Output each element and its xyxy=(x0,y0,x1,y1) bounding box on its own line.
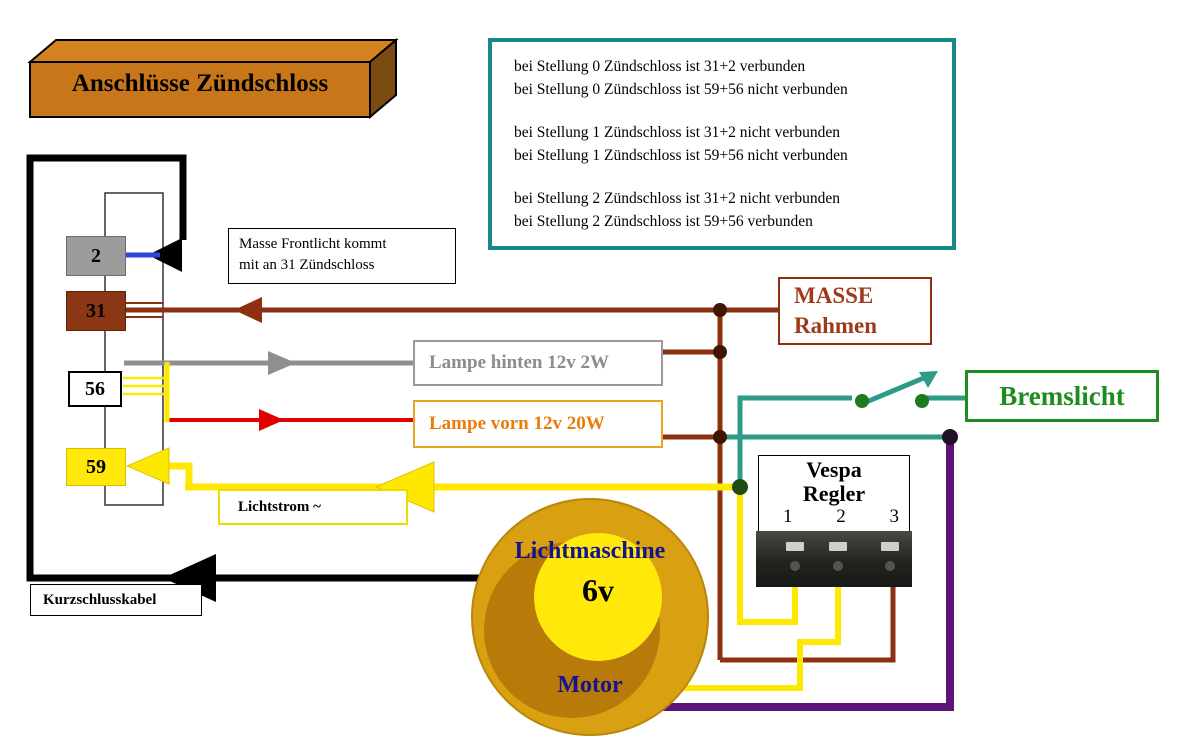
front-lamp-arrow-icon xyxy=(259,409,284,431)
note-line: mit an 31 Zündschloss xyxy=(239,257,375,273)
front-lamp-label: Lampe vorn 12v 20W xyxy=(413,400,663,448)
info-spacer xyxy=(514,170,952,190)
regler-terminal-tab xyxy=(881,542,899,551)
brake-switch-blade xyxy=(863,374,927,406)
terminal-2: 2 xyxy=(66,236,126,276)
regler-pin-2: 2 xyxy=(836,506,846,527)
brake-light-feed-wire xyxy=(737,395,852,485)
terminal59-arrow-icon xyxy=(125,447,170,485)
info-line: bei Stellung 2 Zündschloss ist 59+56 ver… xyxy=(514,213,813,230)
regler-terminal-tab xyxy=(786,542,804,551)
label-line: Rahmen xyxy=(794,313,878,338)
regler-pin-row: 1 2 3 xyxy=(759,506,909,528)
return-wire-purple xyxy=(652,437,954,711)
junction-dot-purple xyxy=(942,429,958,445)
junction-dot xyxy=(713,345,727,359)
regler-screw xyxy=(885,561,895,571)
info-line: bei Stellung 0 Zündschloss ist 31+2 verb… xyxy=(514,58,806,75)
regler-screw xyxy=(833,561,843,571)
junction-dot-green xyxy=(732,479,748,495)
regler-line: Regler xyxy=(802,481,866,506)
regler-terminal-tab xyxy=(829,542,847,551)
short-circuit-arrow-icon xyxy=(163,554,216,602)
regler-pin-1: 1 xyxy=(783,506,793,527)
terminal-59: 59 xyxy=(66,448,126,486)
generator-label: Lichtmaschine xyxy=(514,538,666,564)
terminal59-feed xyxy=(168,462,193,490)
junction-to-regulator-pin1-wire xyxy=(737,487,798,625)
motor-label: Motor xyxy=(557,672,623,698)
regler-photo xyxy=(756,531,912,587)
arrow-to-terminal-2-icon xyxy=(148,238,182,272)
ground-wire-to-regulator xyxy=(720,586,896,663)
junction-dot xyxy=(713,430,727,444)
brake-switch-contact-dot xyxy=(915,394,929,408)
regler-screw xyxy=(790,561,800,571)
generator-voltage: 6v xyxy=(582,572,614,608)
junction-dot xyxy=(713,303,727,317)
info-line: bei Stellung 1 Zündschloss ist 31+2 nich… xyxy=(514,124,841,141)
ignition-connector-housing xyxy=(104,192,164,506)
voltage-regulator-box: Vespa Regler 1 2 3 xyxy=(758,455,910,533)
info-spacer xyxy=(514,104,952,124)
short-circuit-cable-label: Kurzschlusskabel xyxy=(30,584,202,616)
info-line: bei Stellung 2 Zündschloss ist 31+2 nich… xyxy=(514,190,841,207)
info-line: bei Stellung 0 Zündschloss ist 59+56 nic… xyxy=(514,81,848,98)
info-line: bei Stellung 1 Zündschloss ist 59+56 nic… xyxy=(514,147,848,164)
rear-lamp-arrow-icon xyxy=(268,351,296,375)
switch-position-info-box: bei Stellung 0 Zündschloss ist 31+2 verb… xyxy=(488,38,956,250)
page-title: Anschlüsse Zündschloss xyxy=(71,70,329,97)
light-current-label: Lichtstrom ~ xyxy=(218,489,408,525)
regler-pin-3: 3 xyxy=(889,506,900,527)
brake-switch-contact-dot xyxy=(855,394,869,408)
regler-line: Vespa xyxy=(806,457,862,482)
ground-arrow-icon xyxy=(234,297,262,323)
note-line: Masse Frontlicht kommt xyxy=(239,236,387,252)
terminal-56: 56 xyxy=(68,371,122,407)
rear-lamp-label: Lampe hinten 12v 2W xyxy=(413,340,663,386)
brake-switch-arrow-icon xyxy=(919,371,938,388)
brake-light-label: Bremslicht xyxy=(965,370,1159,422)
frame-ground-label: MASSE Rahmen xyxy=(778,277,932,345)
generator-to-regulator-pin2-wire xyxy=(668,584,841,691)
generator-circle xyxy=(471,498,709,736)
terminal-31: 31 xyxy=(66,291,126,331)
title-3d-box xyxy=(27,37,399,120)
label-line: MASSE xyxy=(794,283,874,308)
masse-frontlicht-note: Masse Frontlicht kommt mit an 31 Zündsch… xyxy=(228,228,456,284)
